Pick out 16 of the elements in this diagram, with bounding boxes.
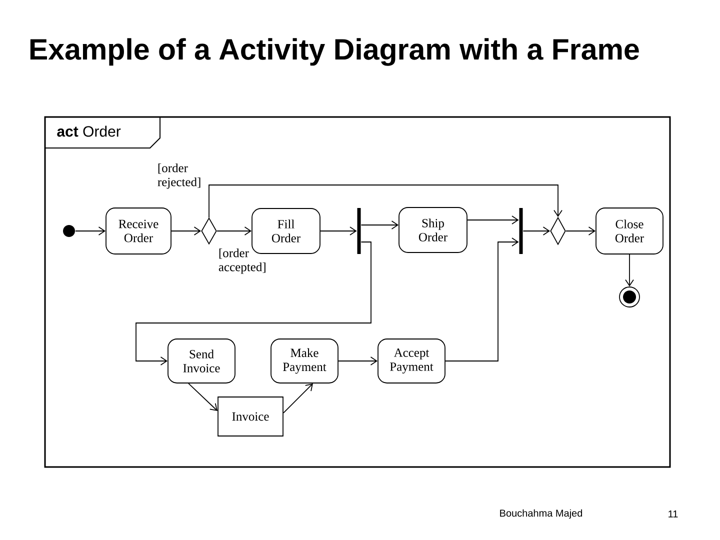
object-box: Invoice xyxy=(218,396,284,436)
page-number: 11 xyxy=(668,510,678,518)
action-box: Ship Order xyxy=(398,207,468,253)
guard-label: [order rejected] xyxy=(158,163,200,189)
final-node xyxy=(619,286,640,308)
action-box: Send Invoice xyxy=(168,338,236,384)
action-box: Accept Payment xyxy=(378,338,446,384)
action-box: Close Order xyxy=(596,208,664,254)
action-box: Fill Order xyxy=(252,208,320,254)
title: Example of a Activity Diagram with a Frame xyxy=(30,38,639,66)
join-bar xyxy=(519,208,523,254)
fork-bar xyxy=(357,208,361,254)
initial-node xyxy=(63,225,75,237)
author-name: Bouchahma Majed xyxy=(500,509,582,519)
action-box: Receive Order xyxy=(106,208,172,254)
action-box: Make Payment xyxy=(270,338,338,384)
